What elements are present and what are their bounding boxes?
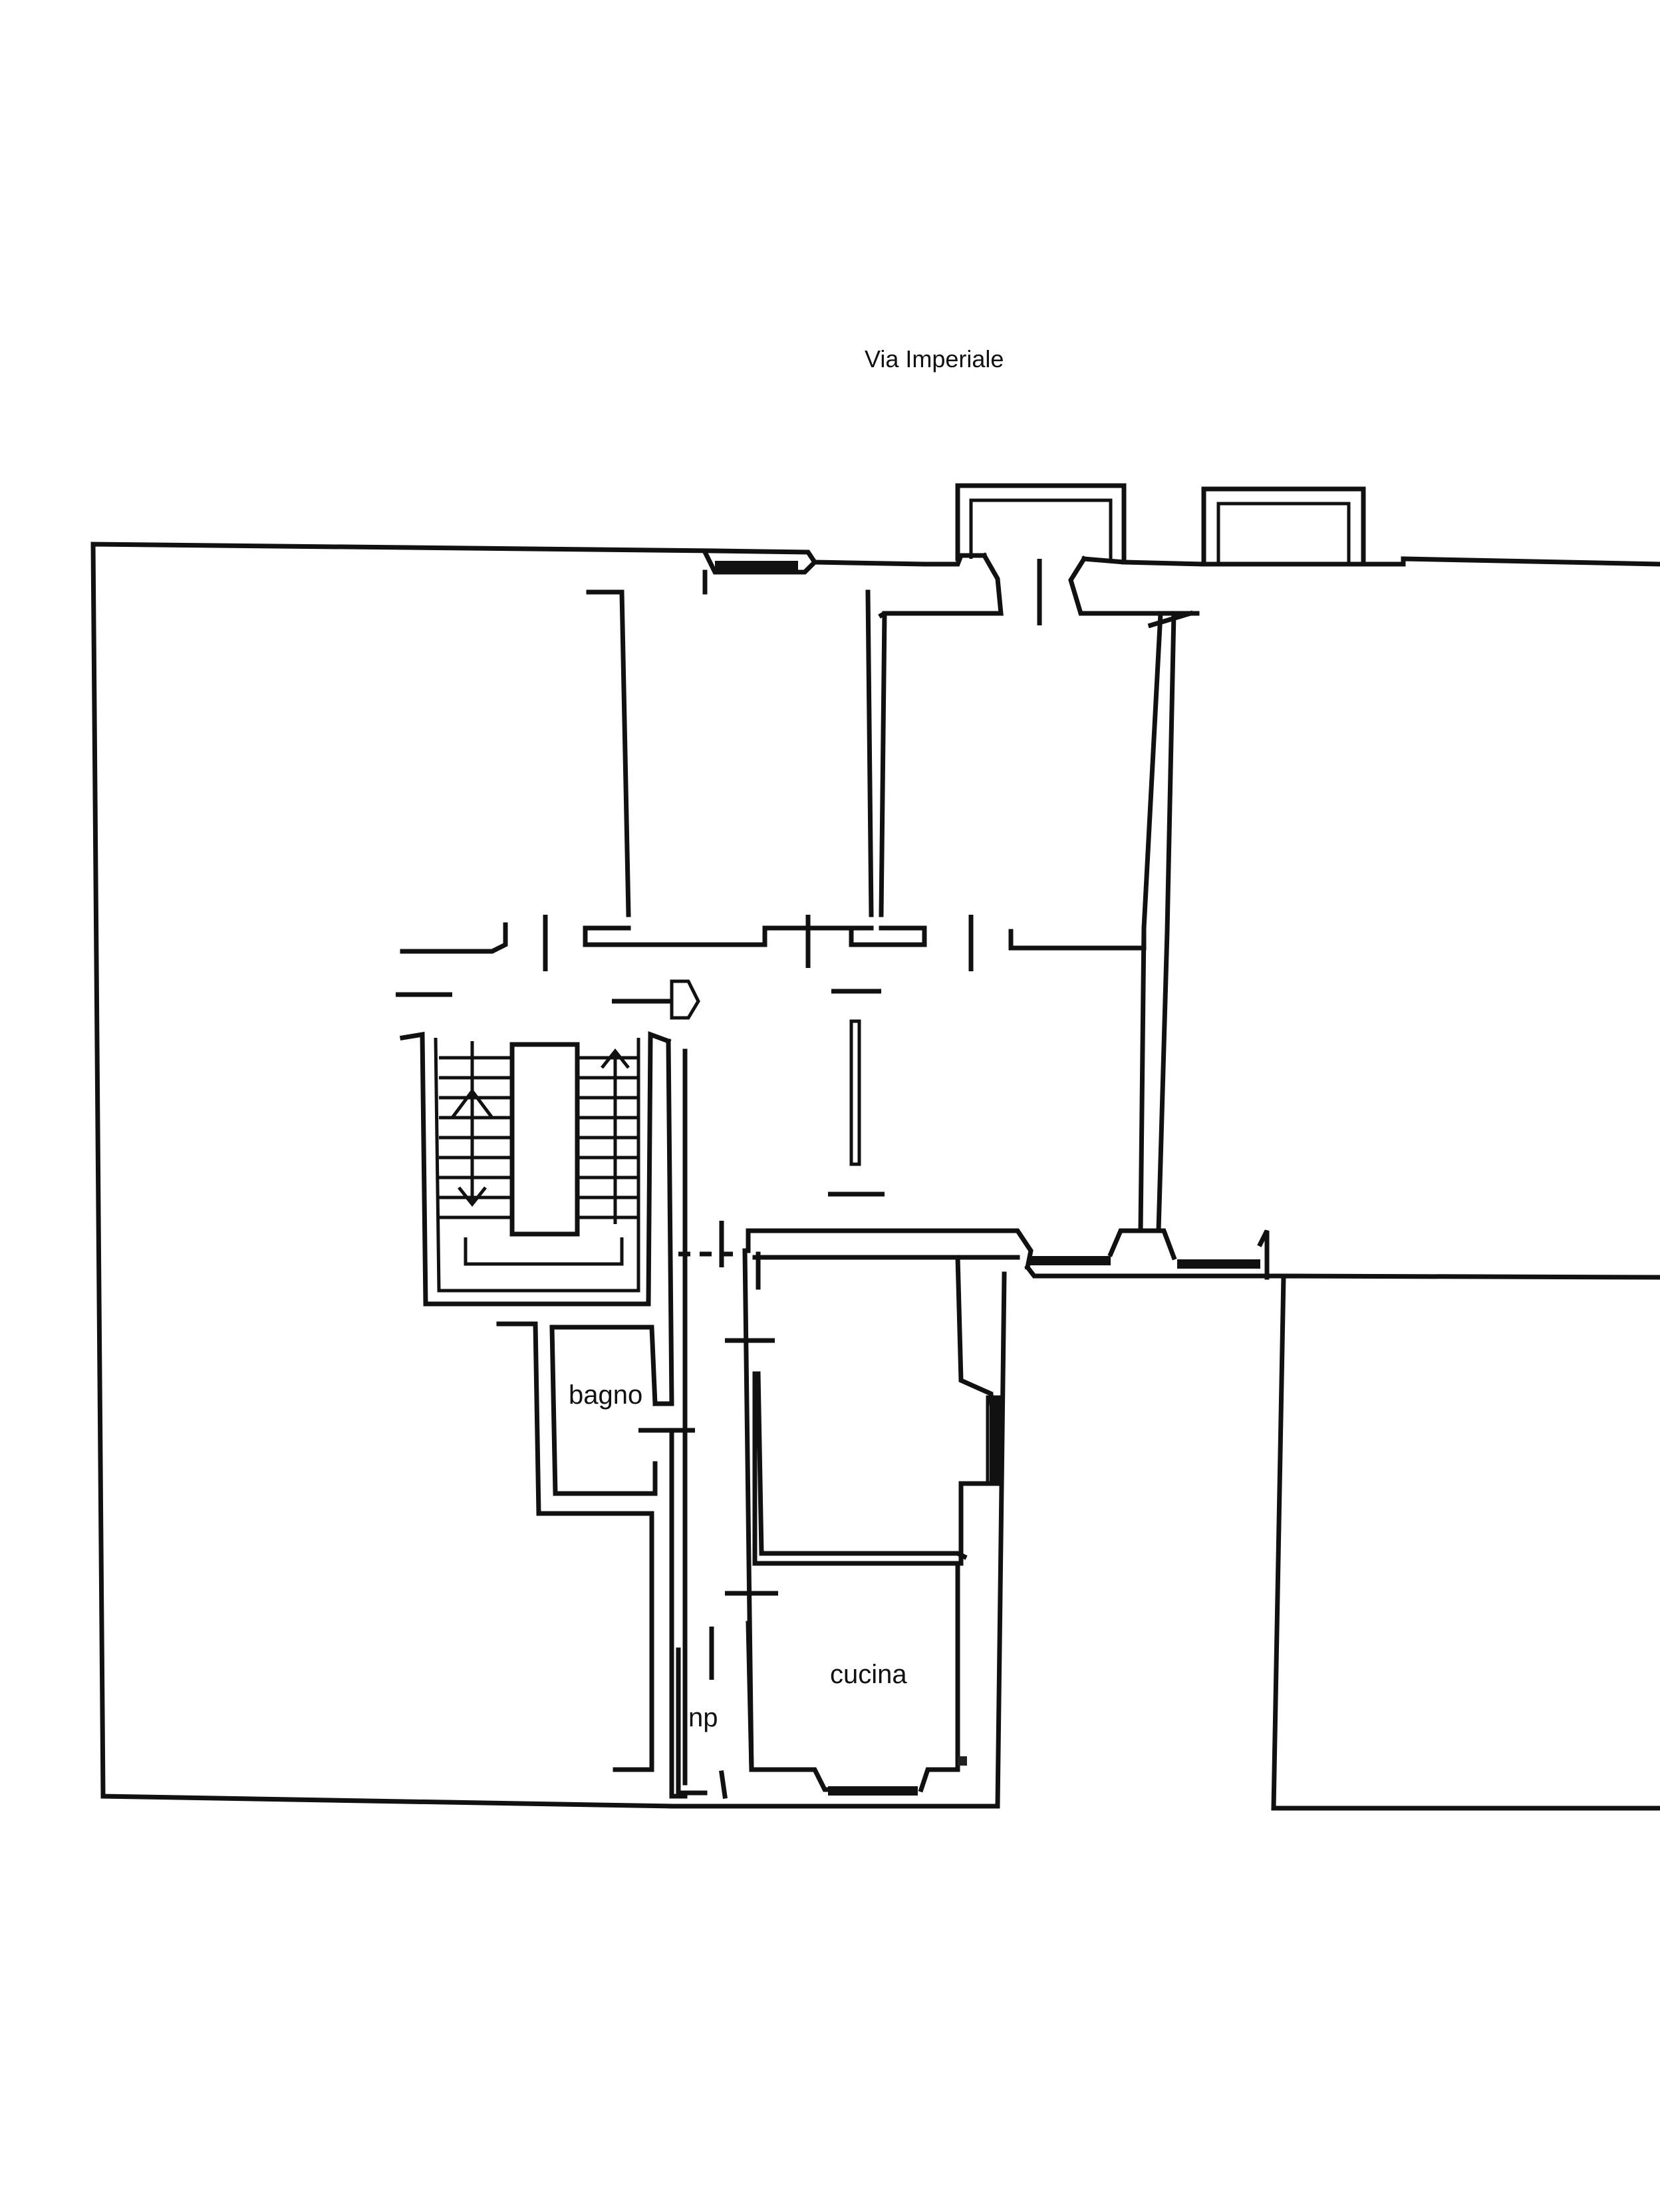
kitchen: cucina bbox=[725, 1561, 967, 1796]
corridor-upper-wall bbox=[396, 915, 1147, 1004]
middle-room bbox=[752, 1255, 1002, 1566]
mid-facade bbox=[678, 1221, 1286, 1280]
bathroom: bagno bbox=[496, 1321, 658, 1772]
entry-arrow-icon bbox=[670, 979, 700, 1020]
bathroom-label: bagno bbox=[569, 1380, 642, 1410]
np-label: np bbox=[688, 1703, 718, 1732]
front-window-1 bbox=[702, 549, 818, 575]
staircase bbox=[399, 1030, 672, 1307]
np-room: np bbox=[676, 1627, 728, 1799]
central-partition bbox=[828, 989, 885, 1197]
street-label: Via Imperiale bbox=[865, 345, 1004, 373]
kitchen-label: cucina bbox=[830, 1660, 907, 1689]
building-outline bbox=[90, 542, 1660, 1811]
front-rooms-walls bbox=[586, 569, 1200, 1233]
balcony-1 bbox=[955, 483, 1127, 565]
stair-steps bbox=[439, 1056, 638, 1219]
balcony-2 bbox=[1201, 486, 1366, 567]
